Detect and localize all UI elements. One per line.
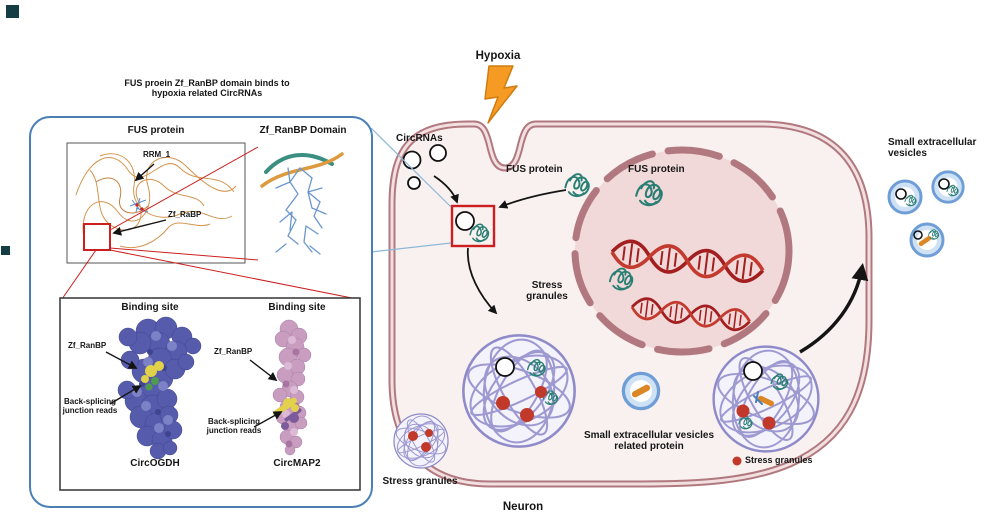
- stress-granule-legend-dot: [732, 456, 742, 466]
- circogdh-structure: [117, 316, 202, 460]
- neuron-cell: [388, 65, 965, 488]
- small-ev-line2: vesicles: [888, 148, 927, 160]
- sev-related-line1: Small extracellular vesicles: [583, 430, 715, 441]
- zf-rabp-label: Zf_RaBP: [168, 210, 202, 219]
- callout-line: [370, 127, 452, 208]
- fus-protein-cytoplasm-label: FUS protein: [506, 164, 563, 175]
- stress-granule-small: [391, 413, 451, 469]
- binding-site-right-label: Binding site: [268, 302, 326, 313]
- stress-granules-label: Stress granules: [526, 280, 568, 303]
- back-splicing-right-line2: junction reads: [206, 425, 262, 435]
- back-splicing-right-label: Back-splicing junction reads: [206, 417, 262, 436]
- hypoxia-label: Hypoxia: [475, 50, 521, 62]
- binding-sites-panel: [59, 297, 361, 491]
- small-extracellular-vesicles: [887, 170, 965, 258]
- zoom-source-box: [83, 223, 111, 251]
- fus-protein-nucleus-label: FUS protein: [628, 164, 685, 175]
- left-panel-title-line2: hypoxia related CircRNAs: [151, 88, 263, 99]
- stress-granules-small-label: Stress granules: [382, 476, 458, 487]
- arrow-box-to-granule: [467, 247, 498, 315]
- left-panel-title-line1: FUS proein Zf_RanBP domain binds to: [124, 78, 290, 88]
- circmap2-structure: [272, 319, 312, 456]
- back-splicing-right-line1: Back-splicing: [207, 417, 260, 426]
- zf-ranbp-domain-structure: [260, 152, 344, 255]
- stress-granules-legend-label: Stress granules: [745, 455, 813, 465]
- sev-related-protein-label: Small extracellular vesicles related pro…: [584, 430, 714, 452]
- fus-protein-structure: [75, 153, 237, 248]
- binding-panel-arrows: [105, 351, 283, 428]
- circrna-circles: [402, 144, 447, 190]
- fus-protein-panel-label: FUS protein: [127, 125, 185, 136]
- arrow-rrm1: [134, 163, 155, 182]
- sev-related-line2: related protein: [614, 441, 684, 453]
- edge-mark: [1, 246, 10, 255]
- circogdh-label: CircOGDH: [130, 458, 180, 469]
- small-ev-protein-vesicle: [621, 371, 661, 411]
- small-ev-line1: Small extracellular: [888, 137, 977, 148]
- neuron-label: Neuron: [502, 501, 544, 513]
- arrow-circrna-to-box: [433, 175, 459, 204]
- zf-ranbp-domain-label: Zf_RanBP Domain: [259, 125, 347, 136]
- stress-granule-right: [708, 345, 824, 453]
- fus-circrna-highlight-box: [450, 204, 496, 248]
- fus-structure-panel: [66, 142, 246, 264]
- corner-mark: [6, 5, 19, 18]
- circmap2-label: CircMAP2: [273, 458, 321, 469]
- back-splicing-left-line2: junction reads: [62, 405, 118, 415]
- back-splicing-left-line1: Back-splicing: [63, 397, 116, 406]
- arrow-granule-to-membrane: [799, 262, 869, 354]
- circrnas-label: CircRNAs: [396, 133, 443, 144]
- small-ev-label: Small extracellular vesicles: [888, 137, 976, 159]
- cell-membrane-inner-line: [390, 122, 871, 486]
- zf-ranbp-right-label: Zf_RanBP: [214, 347, 253, 356]
- binding-site-left-label: Binding site: [121, 302, 179, 313]
- arrow-fus-to-box: [498, 189, 567, 209]
- fus-core-cluster: [129, 197, 149, 213]
- lightning-icon: [484, 65, 518, 124]
- rrm1-label: RRM_1: [143, 150, 171, 159]
- stress-granule-large: [457, 334, 581, 448]
- callout-line: [370, 242, 452, 253]
- zf-ranbp-left-label: Zf_RanBP: [68, 341, 107, 350]
- callout-panel: [29, 116, 452, 508]
- zoom-lines: [61, 146, 358, 300]
- back-splicing-left-label: Back-splicing junction reads: [62, 397, 118, 416]
- arrow-zf-rabp: [112, 219, 167, 236]
- left-panel-title: FUS proein Zf_RanBP domain binds to hypo…: [124, 78, 289, 98]
